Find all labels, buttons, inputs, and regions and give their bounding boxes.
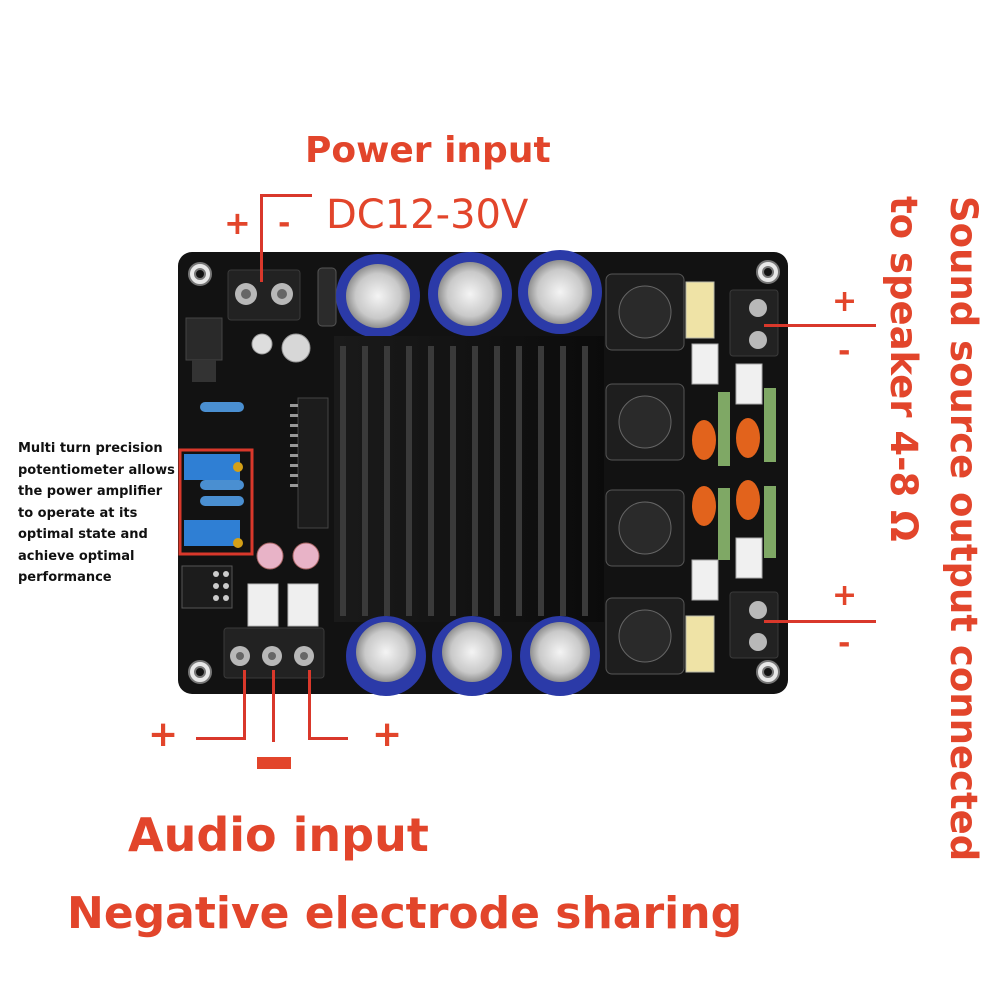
inductors: [605, 273, 685, 675]
audio-minus-sign: [257, 757, 291, 769]
audio-left-vertical: [243, 670, 246, 740]
audio-input-subtitle: Negative electrode sharing: [67, 888, 743, 939]
power-input-title: Power input: [305, 130, 551, 171]
dc-terminal: [227, 269, 301, 321]
output-top-line: [764, 324, 876, 327]
resistors-left: [200, 402, 244, 506]
power-line-horizontal: [262, 194, 312, 197]
output-label-line2: to speaker 4-8 Ω: [882, 196, 925, 542]
output-top-plus: +: [832, 284, 858, 319]
output-terminal-top: [729, 289, 779, 357]
output-bottom-line: [764, 620, 876, 623]
output-label-line1: Sound source output connected: [942, 196, 985, 862]
potentiometers: [184, 454, 243, 548]
potentiometer-note: Multi turn precision potentiometer allow…: [18, 441, 175, 585]
heatsink: [334, 336, 604, 622]
mounting-holes: [188, 260, 780, 684]
audio-terminal: [223, 627, 325, 679]
audio-right-vertical: [308, 670, 311, 740]
green-resistors: [718, 388, 776, 560]
output-terminal-bottom: [729, 591, 779, 659]
audio-mid-vertical: [272, 670, 275, 742]
audio-left-horizontal: [196, 737, 246, 740]
audio-right-plus: +: [372, 714, 403, 755]
power-plus-sign: +: [224, 204, 251, 242]
orange-capacitors: [692, 418, 760, 526]
audio-left-plus: +: [148, 714, 179, 755]
power-voltage-label: DC12-30V: [326, 192, 529, 238]
output-bottom-plus: +: [832, 578, 858, 613]
regulator: [185, 317, 223, 382]
bottom-capacitors: [346, 616, 600, 696]
output-bottom-minus: -: [838, 626, 851, 661]
audio-input-title: Audio input: [128, 808, 429, 862]
power-minus-sign: -: [278, 206, 291, 241]
pot-highlight-frame: [178, 448, 254, 556]
top-capacitors: [336, 250, 602, 338]
output-top-minus: -: [838, 334, 851, 369]
power-line-vertical: [260, 194, 263, 282]
audio-right-horizontal: [308, 737, 348, 740]
